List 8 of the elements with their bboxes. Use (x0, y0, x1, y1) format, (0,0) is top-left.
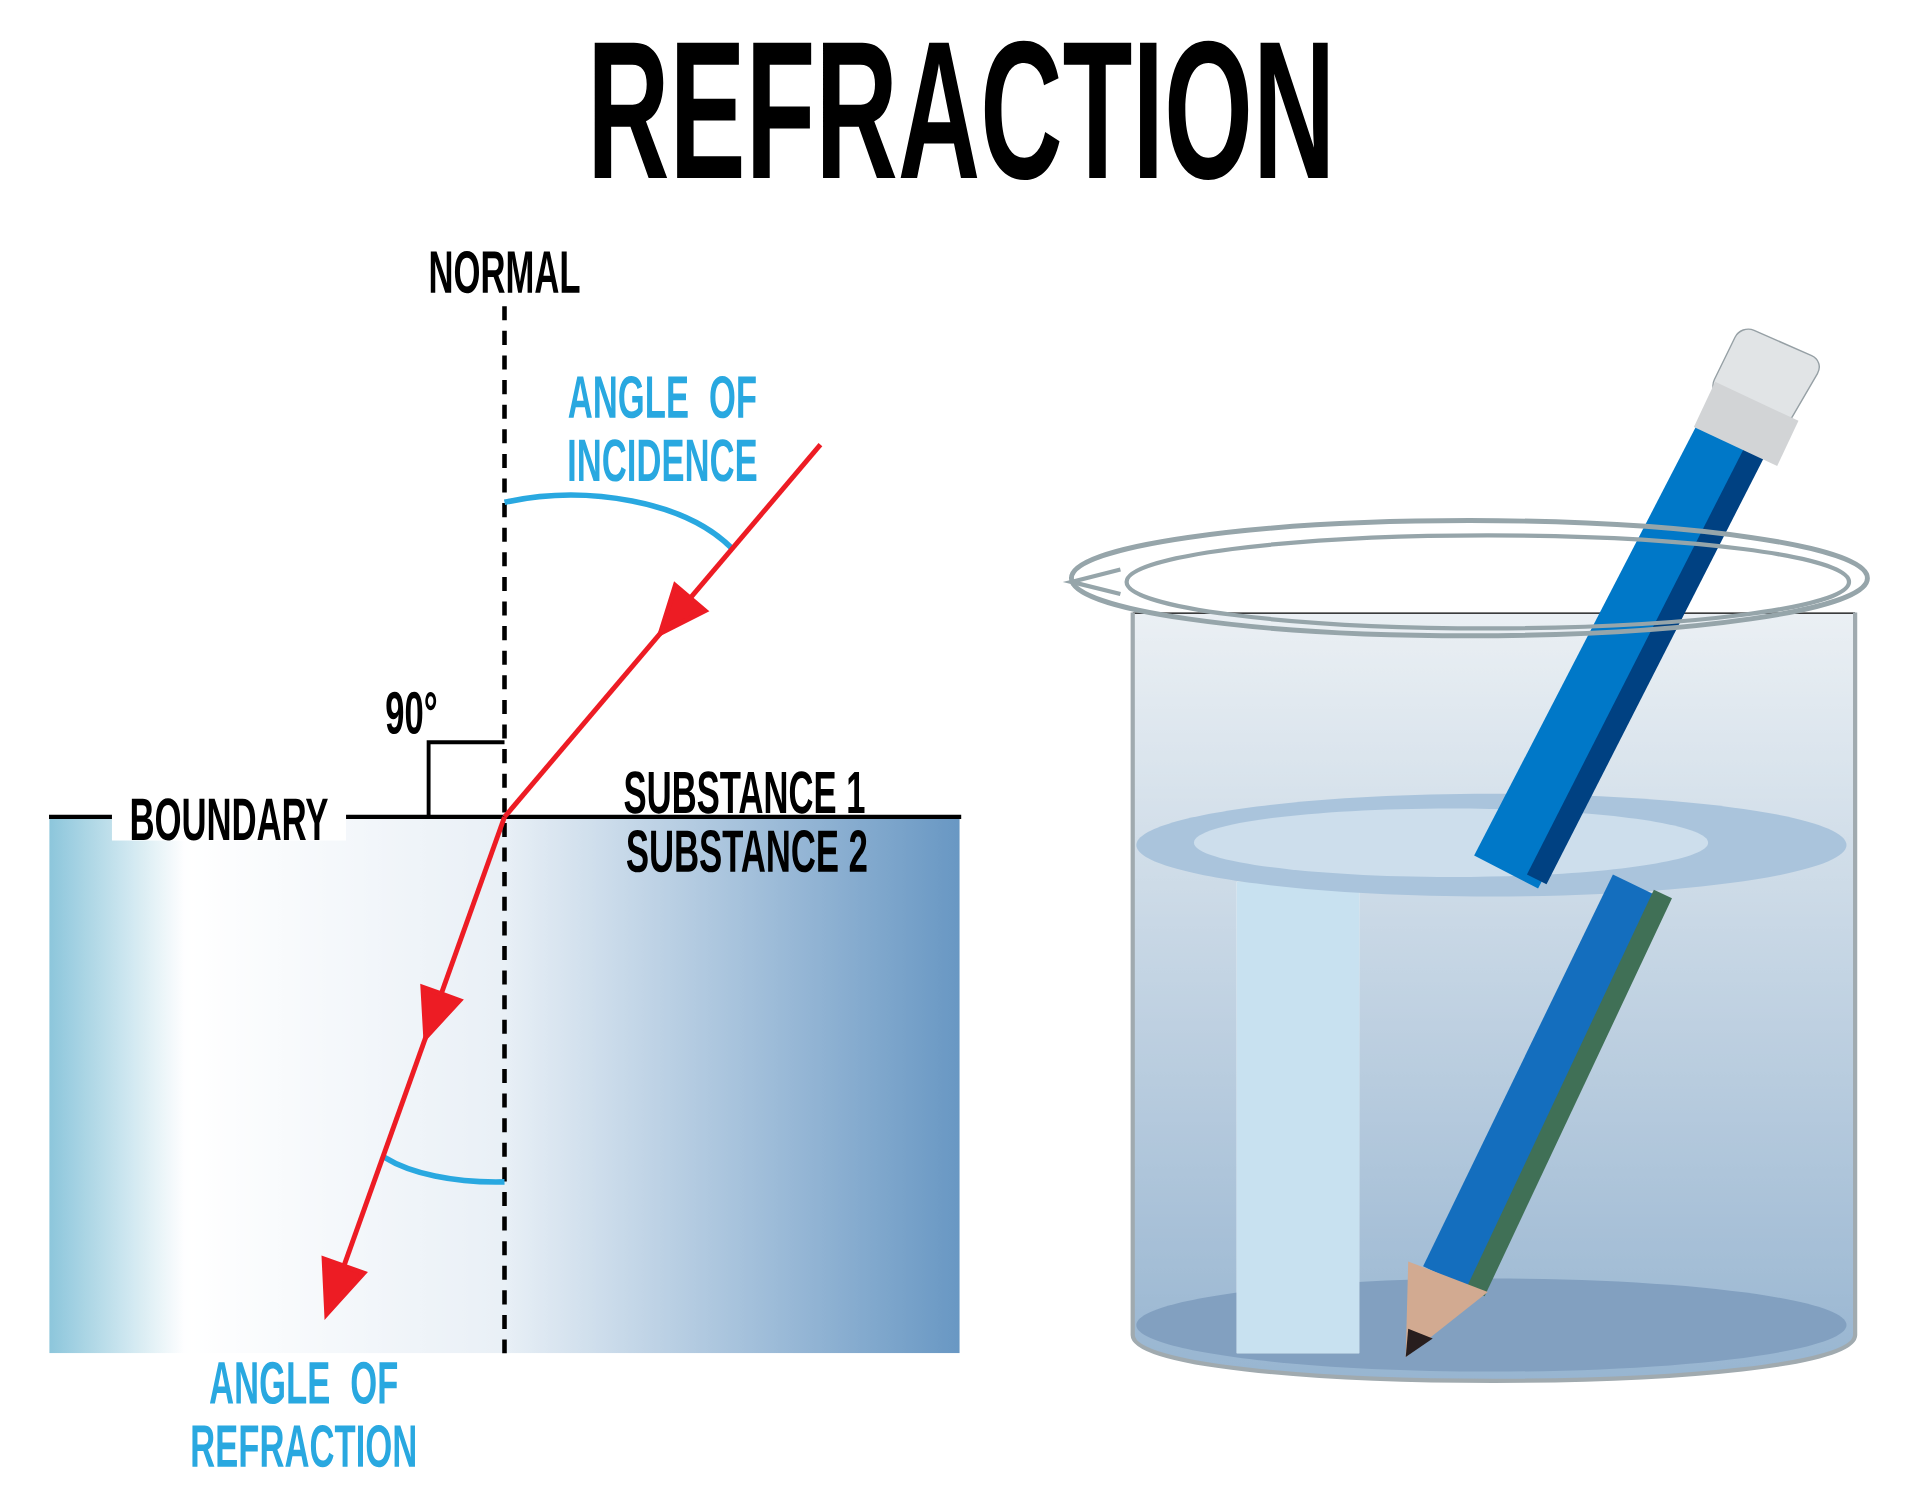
angle-label: ANGLE OF INCIDENCE (568, 376, 757, 482)
angle-label: ANGLE OF REFRACTION (192, 1361, 415, 1468)
axis-label: NORMAL (430, 250, 580, 294)
substance-label: SUBSTANCE 2 (626, 830, 867, 873)
boundary-label: BOUNDARY (111, 798, 347, 841)
angle-label: 90° (386, 691, 437, 735)
substance-label: SUBSTANCE 1 (624, 771, 865, 814)
title: REFRACTION (594, 40, 1328, 181)
